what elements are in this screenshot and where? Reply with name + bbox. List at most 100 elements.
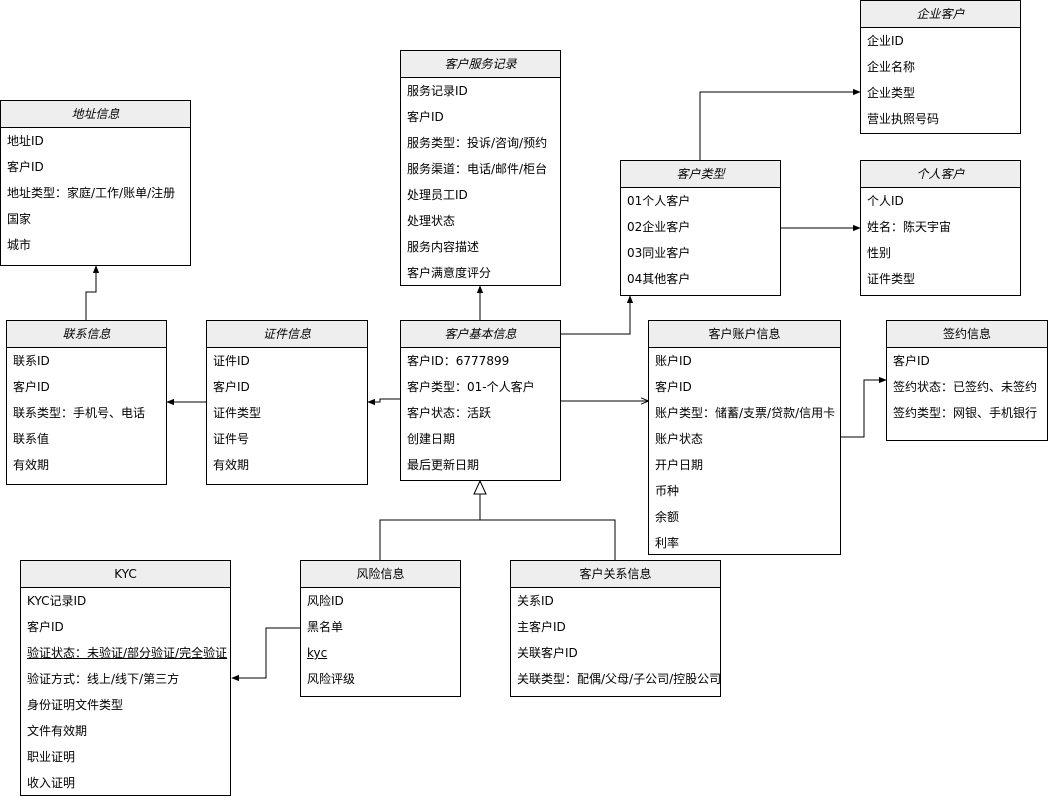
entity-title: 客户类型 (621, 161, 780, 188)
entity-field: 客户ID (1, 154, 190, 180)
entity-field-label: 验证状态：未验证/部分验证/完全验证 (27, 646, 228, 660)
entity-field: 服务类型：投诉/咨询/预约 (401, 130, 560, 156)
entity-field: 证件类型 (207, 400, 367, 426)
entity-field-label: 黑名单 (307, 620, 344, 634)
entity-field: 客户状态：活跃 (401, 400, 560, 426)
entity-field: 账户类型：储蓄/支票/贷款/信用卡 (649, 400, 840, 426)
entity-field-label: 文件有效期 (27, 724, 88, 738)
entity-field: 地址类型：家庭/工作/账单/注册 (1, 180, 190, 206)
entity-field-label: 处理状态 (407, 214, 456, 228)
entity-field: 黑名单 (301, 614, 460, 640)
entity-field-label: 风险评级 (307, 672, 356, 686)
entity-field: 企业名称 (861, 54, 1020, 80)
entity-field: 客户ID (7, 374, 166, 400)
entity-field-label: 客户ID (407, 110, 444, 124)
entity-field: 收入证明 (21, 770, 230, 796)
entity-field-label: 地址类型：家庭/工作/账单/注册 (7, 186, 176, 200)
entity-field: 客户ID (887, 348, 1047, 374)
entity-field-label: 客户ID (213, 380, 250, 394)
entity-field-label: 客户ID (655, 380, 692, 394)
entity-field-label: 客户ID：6777899 (407, 354, 510, 368)
entity-title: 地址信息 (1, 101, 190, 128)
entity-risk-info[interactable]: 风险信息 风险ID 黑名单 kyc 风险评级 (300, 560, 461, 697)
entity-field: 币种 (649, 478, 840, 504)
entity-field-label: 03同业客户 (627, 246, 691, 260)
entity-title: 签约信息 (887, 321, 1047, 348)
connector-risk-inherit (379, 494, 481, 560)
entity-field: 有效期 (207, 452, 367, 478)
entity-field: 开户日期 (649, 452, 840, 478)
entity-field-label: 企业名称 (867, 60, 916, 74)
field-list: 证件ID 客户ID 证件类型证件号有效期 (207, 348, 367, 478)
entity-field: 联系ID (7, 348, 166, 374)
entity-field: 创建日期 (401, 426, 560, 452)
entity-field: 处理状态 (401, 208, 560, 234)
entity-field: 风险评级 (301, 666, 460, 692)
entity-field-label: 账户类型：储蓄/支票/贷款/信用卡 (655, 406, 836, 420)
field-list: 风险ID 黑名单 kyc 风险评级 (301, 588, 460, 692)
entity-title: 证件信息 (207, 321, 367, 348)
entity-field-label: 04其他客户 (627, 272, 691, 286)
entity-field: 客户ID (649, 374, 840, 400)
entity-title: 客户服务记录 (401, 51, 560, 78)
entity-title: 个人客户 (861, 161, 1020, 188)
entity-field-label: 客户类型：01-个人客户 (407, 380, 535, 394)
entity-certificate-info[interactable]: 证件信息 证件ID 客户ID 证件类型证件号有效期 (206, 320, 368, 485)
entity-field: 余额 (649, 504, 840, 530)
entity-field: 处理员工ID (401, 182, 560, 208)
field-list: 客户ID：6777899 客户类型：01-个人客户客户状态：活跃创建日期最后更新日… (401, 348, 560, 478)
entity-field: 国家 (1, 206, 190, 232)
entity-field-label: 客户ID (13, 380, 50, 394)
entity-field: 文件有效期 (21, 718, 230, 744)
entity-field-label: 地址ID (7, 134, 44, 148)
entity-field: 风险ID (301, 588, 460, 614)
entity-field-label: KYC记录ID (27, 594, 87, 608)
entity-field: kyc (301, 640, 460, 666)
entity-field-label: 证件类型 (867, 272, 916, 286)
entity-field-label: 关系ID (517, 594, 554, 608)
entity-field: 客户类型：01-个人客户 (401, 374, 560, 400)
entity-field-label: 账户ID (655, 354, 692, 368)
entity-field: 证件号 (207, 426, 367, 452)
entity-field: 最后更新日期 (401, 452, 560, 478)
entity-field: 验证状态：未验证/部分验证/完全验证 (21, 640, 230, 666)
entity-field: 02企业客户 (621, 214, 780, 240)
entity-field: 服务内容描述 (401, 234, 560, 260)
entity-field-label: 收入证明 (27, 776, 76, 790)
entity-field-label: 个人ID (867, 194, 904, 208)
entity-title: 企业客户 (861, 1, 1020, 28)
entity-field: 证件ID (207, 348, 367, 374)
entity-field: 地址ID (1, 128, 190, 154)
entity-field: 企业ID (861, 28, 1020, 54)
entity-field: 01个人客户 (621, 188, 780, 214)
connector-custtype-enterprise (699, 88, 861, 160)
entity-title: 风险信息 (301, 561, 460, 588)
entity-field-label: 国家 (7, 212, 32, 226)
entity-field-label: 服务类型：投诉/咨询/预约 (407, 136, 548, 150)
entity-field-label: 姓名：陈天宇宙 (867, 220, 952, 234)
entity-field-label: 余额 (655, 510, 680, 524)
entity-title: KYC (21, 561, 230, 588)
entity-field: 签约类型：网银、手机银行 (887, 400, 1047, 426)
entity-title: 联系信息 (7, 321, 166, 348)
entity-field: 营业执照号码 (861, 106, 1020, 132)
entity-field-label: 联系类型：手机号、电话 (13, 406, 146, 420)
entity-field-label: 主客户ID (517, 620, 566, 634)
connector-contact-address (85, 265, 100, 320)
